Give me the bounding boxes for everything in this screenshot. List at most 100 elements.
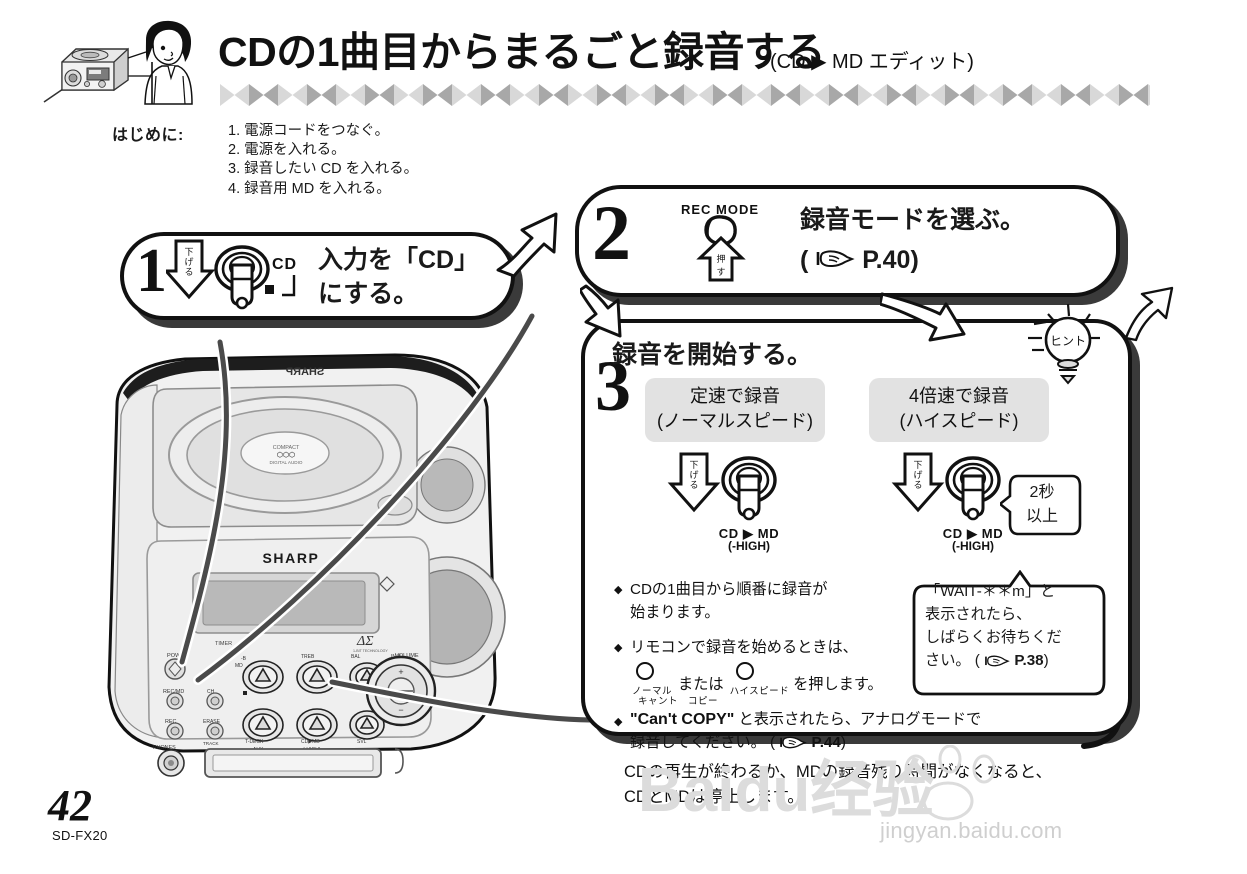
step1-instruction: 入力を「CD」 にする。 <box>318 243 479 311</box>
svg-text:げ: げ <box>913 470 922 480</box>
step2-instruction-line1: 録音モードを選ぶ。 <box>800 206 1026 234</box>
intro-list: 1. 電源コードをつなぐ。 2. 電源を入れる。 3. 録音したい CD を入れ… <box>228 122 418 199</box>
bullet2-line1: リモコンで録音を始めるときは、 <box>630 639 858 656</box>
footer-note-line1: CDの再生が終わるか、MDの録音残り時間がなくなると、 <box>624 763 1053 781</box>
bullet-diamond-icon: ◆ <box>614 716 623 728</box>
svg-text:TREB: TREB <box>301 654 315 660</box>
step2-instruction-line2: ( P.40) <box>800 240 1025 281</box>
remote-normal-label: ノーマル <box>632 686 673 697</box>
bullet3-page-ref: P.44 <box>811 734 841 751</box>
svg-text:REC/MD: REC/MD <box>163 689 184 695</box>
bullet3-ruby-2: コピー <box>688 696 719 707</box>
svg-text:る: る <box>913 480 922 490</box>
bullet2-mid-text: または <box>678 676 724 693</box>
footer-note-line2: CDとMDは停止します。 <box>624 788 804 806</box>
svg-text:CD▶MD: CD▶MD <box>301 739 320 745</box>
svg-text:COMPACT: COMPACT <box>273 445 300 451</box>
svg-text:ΔΣ: ΔΣ <box>356 634 374 649</box>
wait-message-bubble <box>910 569 1108 698</box>
svg-text:MD: MD <box>235 663 243 669</box>
page-subtitle: (CD ▶ MD エディット) <box>770 51 974 73</box>
svg-text:る: る <box>184 267 193 277</box>
footer-note: CDの再生が終わるか、MDの録音残り時間がなくなると、 CDとMDは停止します。 <box>624 760 1052 810</box>
page-title: CDの1曲目からまるごと録音する <box>218 29 826 75</box>
wait-message-text: 「WAIT-＊＊m」と 表示されたら、 しばらくお待ちくだ さい。 ( P.38… <box>925 580 1101 675</box>
svg-text:下: 下 <box>913 460 922 470</box>
pill-normal-line1: 定速で録音 <box>690 386 780 406</box>
cd-to-md-knob-normal-icon: 下 げ る CD ▶ MD (-HIGH) <box>663 448 833 558</box>
wait-line4: さい。 ( P.38) <box>925 649 1101 675</box>
arrow-step2-down-right <box>878 288 970 350</box>
intro-item-1: 1. 電源コードをつなぐ。 <box>228 123 390 139</box>
hint-arrow-icon <box>1118 286 1174 342</box>
rec-mode-label-text: REC MODE <box>681 202 759 217</box>
watermark-url: jingyan.baidu.com <box>880 818 1063 843</box>
step3-bullet-1: ◆ CDの1曲目から順番に録音が 始まります。 <box>614 578 880 624</box>
intro-item-3: 3. 録音したい CD を入れる。 <box>228 161 419 178</box>
step3-number: 3 <box>595 346 631 426</box>
hold-2-seconds-bubble <box>997 472 1082 538</box>
svg-text:下: 下 <box>689 460 698 470</box>
intro-item-4: 4. 録音用 MD を入れる。 <box>228 180 391 197</box>
svg-text:TRACK: TRACK <box>203 741 220 746</box>
intro-label: はじめに: <box>112 127 184 144</box>
rec-mode-button-icon: REC MODE 押 す <box>662 200 782 286</box>
page-number: 42 <box>48 781 92 830</box>
svg-text:TIMER: TIMER <box>215 641 232 647</box>
wait-page-ref: P.38 <box>1014 652 1044 669</box>
pointing-hand-icon <box>779 734 808 757</box>
svg-text:る: る <box>689 480 698 490</box>
step3-bullet-3: ◆ キャント コピー "Can't COPY" と表示されたら、アナログモードで… <box>614 696 1100 757</box>
model-number: SD-FX20 <box>52 828 108 843</box>
svg-text:下: 下 <box>184 247 193 257</box>
svg-text:BAL: BAL <box>351 654 361 660</box>
step1-instruction-line1: 入力を「CD」 <box>318 246 480 274</box>
svg-text:PHONES: PHONES <box>153 745 176 751</box>
svg-text:1-BIT TECHNOLOGY: 1-BIT TECHNOLOGY <box>353 649 388 653</box>
svg-text:げ: げ <box>689 470 698 480</box>
bullet3-ruby-1: キャント <box>638 696 679 707</box>
step1-number: 1 <box>136 237 167 305</box>
svg-text:-B: -B <box>241 656 247 662</box>
mode-pill-normal-speed: 定速で録音 (ノーマルスピード) <box>645 378 825 442</box>
person-with-boombox-illustration <box>42 18 222 106</box>
step3-heading: 録音を開始する。 <box>612 341 813 369</box>
wait-line1: 「WAIT-＊＊m」と <box>925 583 1056 600</box>
svg-text:−: − <box>398 705 403 715</box>
step2-callout <box>575 185 1120 297</box>
svg-text:す: す <box>716 267 725 277</box>
mode-pill-high-speed: 4倍速で録音 (ハイスピード) <box>869 378 1049 442</box>
wait-line3: しばらくお待ちくだ <box>925 629 1062 646</box>
knob-normal-label-1: CD ▶ MD <box>719 526 779 541</box>
hint-label-text: ヒント <box>1050 334 1086 348</box>
svg-text:DIGITAL AUDIO: DIGITAL AUDIO <box>270 460 303 465</box>
svg-text:SHARP: SHARP <box>286 366 325 378</box>
pill-high-line1: 4倍速で録音 <box>908 386 1009 406</box>
svg-text:げ: げ <box>184 257 193 267</box>
zigzag-decoration-band <box>220 84 1177 106</box>
bullet1-line2: 始まります。 <box>630 604 720 621</box>
knob-high-label-2: (-HIGH) <box>952 539 994 553</box>
svg-text:ERASE: ERASE <box>203 719 221 725</box>
svg-text:SVL: SVL <box>357 739 367 745</box>
pointing-hand-icon <box>984 652 1010 675</box>
step3-bullet-2: ◆ リモコンで録音を始めるときは、 ノーマル または ハイスピード を押します。 <box>614 636 900 697</box>
svg-text:T-DECK: T-DECK <box>245 739 264 745</box>
remote-button-normal-icon <box>630 661 660 696</box>
hold-bubble-line2: 以上 <box>1025 508 1058 525</box>
knob-high-label-1: CD ▶ MD <box>943 526 1003 541</box>
svg-text:⬡⬡⬡: ⬡⬡⬡ <box>277 451 295 459</box>
svg-text:CD: CD <box>272 256 297 273</box>
bullet-diamond-icon: ◆ <box>614 642 623 654</box>
remote-button-highspeed-icon <box>730 661 760 696</box>
intro-item-2: 2. 電源を入れる。 <box>228 142 346 159</box>
remote-highspeed-label: ハイスピード <box>729 686 790 697</box>
svg-text:REC: REC <box>165 719 176 725</box>
bullet1-line1: CDの1曲目から順番に録音が <box>630 581 828 598</box>
svg-text:CH: CH <box>207 689 215 695</box>
knob-normal-label-2: (-HIGH) <box>728 539 770 553</box>
wait-line2: 表示されたら、 <box>925 606 1032 623</box>
arrow-step2-to-step3 <box>578 282 660 348</box>
step2-number: 2 <box>592 189 631 276</box>
pill-high-line2: (ハイスピード) <box>899 411 1019 431</box>
